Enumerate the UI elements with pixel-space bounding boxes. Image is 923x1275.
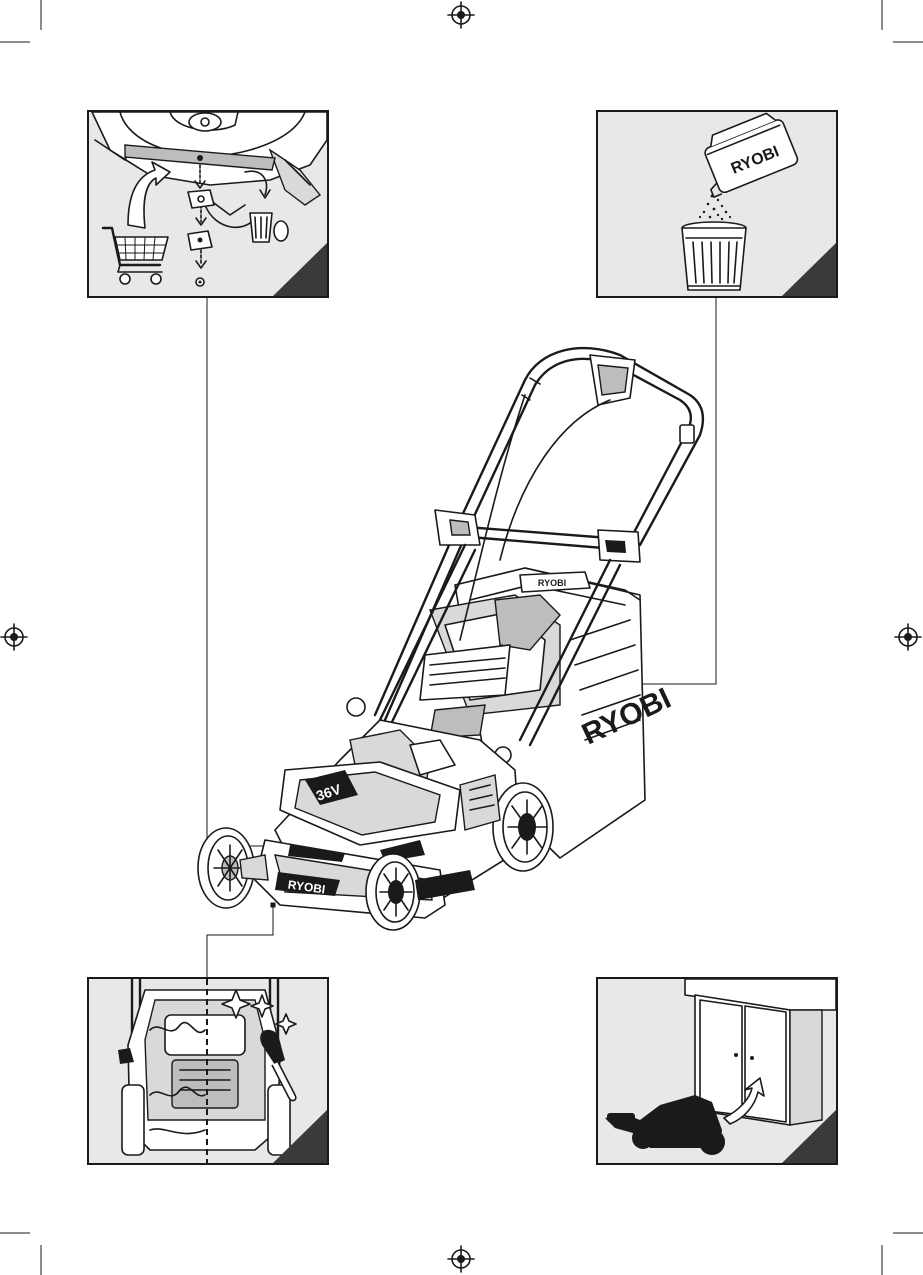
rear-right-wheel: [493, 783, 553, 871]
lawn-mower-illustration: RYOBI RYOBI: [198, 348, 703, 930]
panel-blade-replacement: [88, 111, 328, 297]
registration-mark-icon: [895, 624, 921, 650]
registration-mark-icon: [1, 624, 27, 650]
front-right-wheel: [366, 854, 420, 930]
panel-cleaning: [88, 978, 328, 1164]
registration-mark-icon: [448, 2, 474, 28]
panel-storage: [597, 978, 837, 1164]
front-left-wheel: [198, 828, 268, 908]
trash-bin-icon: [682, 222, 746, 290]
catcher-badge-logo: RYOBI: [538, 578, 566, 588]
panel-battery-disposal: RYOBI: [597, 109, 837, 297]
registration-mark-icon: [448, 1246, 474, 1272]
